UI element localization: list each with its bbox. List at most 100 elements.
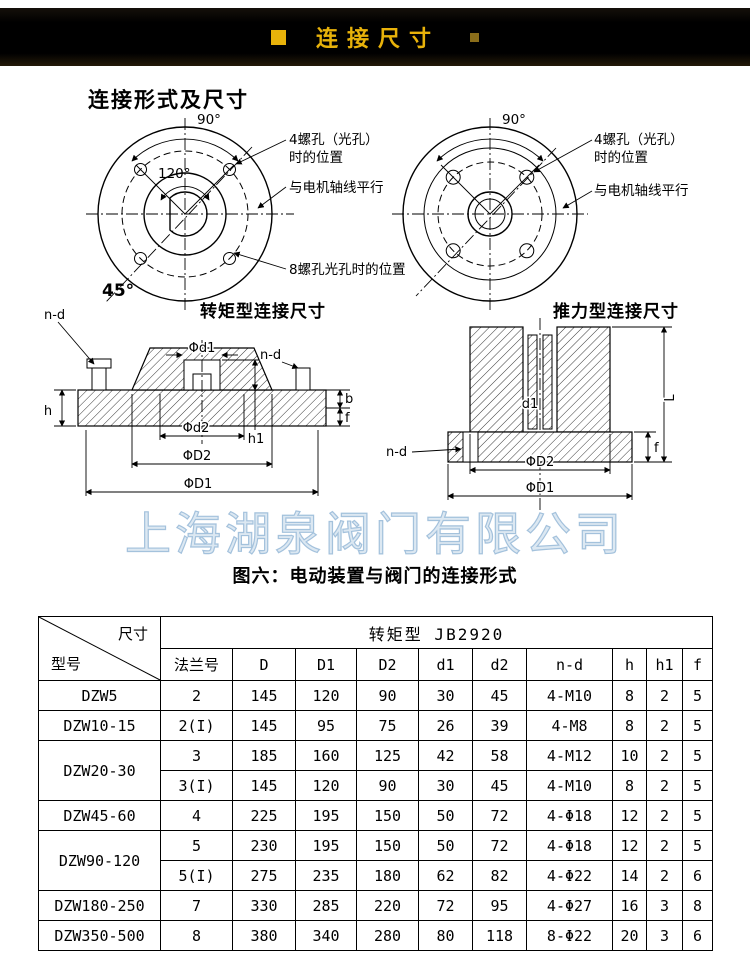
cell-f: 6 [681, 920, 714, 951]
cell-D: 275 [232, 860, 296, 891]
cell-h: 16 [612, 890, 647, 921]
cell-D1: 120 [295, 680, 357, 711]
cell-D2: 125 [356, 740, 419, 771]
cell-D2: 75 [356, 710, 419, 741]
model-cell: DZW180-250 [38, 890, 161, 921]
dimensions-table-wrap: 尺寸 型号 转矩型 JB2920 法兰号 D D1 D2 d1 d2 n-d h… [38, 616, 714, 951]
dimensions-table: 尺寸 型号 转矩型 JB2920 法兰号 D D1 D2 d1 d2 n-d h… [38, 616, 714, 951]
cell-h: 10 [612, 740, 647, 771]
thrust-type-section-view [411, 318, 672, 510]
torque-nd-right-label: n-d [260, 348, 281, 363]
cell-D1: 195 [295, 800, 357, 831]
cell-h1: 2 [646, 740, 683, 771]
torque-nd-left-label: n-d [44, 308, 65, 323]
flange-cell: 5(I) [160, 860, 233, 891]
diagonal-divider [39, 617, 160, 680]
left-angle-90-label: 90° [197, 112, 221, 128]
cell-D1: 235 [295, 860, 357, 891]
col-header-flange: 法兰号 [160, 648, 233, 681]
table-row: DZW350-500 8 380 340 280 80 118 8-Φ22 20… [38, 920, 714, 951]
cell-h1: 3 [646, 920, 683, 951]
cell-d2: 72 [472, 800, 527, 831]
cell-D: 185 [232, 740, 296, 771]
flange-cell: 7 [160, 890, 233, 921]
flange-cell: 5 [160, 830, 233, 861]
cell-f: 5 [681, 740, 714, 771]
cell-d1: 42 [418, 740, 473, 771]
cell-D: 145 [232, 680, 296, 711]
cell-D: 230 [232, 830, 296, 861]
table-row: DZW5 2 145 120 90 30 45 4-M10 8 2 5 [38, 680, 714, 711]
col-header-nd: n-d [526, 648, 613, 681]
thrust-phi-D2-label: ΦD2 [526, 455, 555, 470]
cell-d2: 45 [472, 680, 527, 711]
table-row: DZW180-250 7 330 285 220 72 95 4-Φ27 16 … [38, 890, 714, 921]
torque-h-label: h [44, 404, 52, 419]
torque-f-label: f [345, 411, 350, 426]
cell-D1: 160 [295, 740, 357, 771]
left-annotation-4holes-1: 4螺孔（光孔） [289, 132, 379, 148]
flange-cell: 2(I) [160, 710, 233, 741]
col-header-h: h [612, 648, 647, 681]
right-annotation-parallel: 与电机轴线平行 [594, 183, 689, 199]
cell-D2: 90 [356, 770, 419, 801]
cell-nd: 4-M10 [526, 770, 613, 801]
banner-square-icon [270, 29, 286, 45]
cell-h: 8 [612, 710, 647, 741]
flange-cell: 2 [160, 680, 233, 711]
right-annotation-4holes-2: 时的位置 [594, 150, 648, 166]
cell-d1: 50 [418, 800, 473, 831]
left-annotation-4holes-2: 时的位置 [289, 150, 343, 166]
flange-cell: 3 [160, 740, 233, 771]
cell-D: 330 [232, 890, 296, 921]
cell-D2: 150 [356, 830, 419, 861]
cell-f: 8 [681, 890, 714, 921]
cell-nd: 4-M8 [526, 710, 613, 741]
cell-nd: 4-Φ27 [526, 890, 613, 921]
torque-h1-label: h1 [248, 432, 265, 447]
group-header: 转矩型 JB2920 [159, 616, 714, 649]
cell-nd: 8-Φ22 [526, 920, 613, 951]
cell-h1: 2 [646, 800, 683, 831]
cell-h: 20 [612, 920, 647, 951]
model-cell: DZW10-15 [38, 710, 161, 741]
col-header-D: D [232, 648, 296, 681]
flange-cell: 3(I) [160, 770, 233, 801]
cell-d1: 62 [418, 860, 473, 891]
model-cell: DZW20-30 [38, 740, 161, 801]
torque-phi-D2-label: ΦD2 [183, 449, 212, 464]
torque-type-section-view [54, 321, 350, 496]
cell-d2: 58 [472, 740, 527, 771]
right-flange-front-view [392, 118, 593, 312]
table-row: DZW20-30 3 185 160 125 42 58 4-M12 10 2 … [38, 740, 714, 801]
cell-D1: 285 [295, 890, 357, 921]
left-flange-front-view [86, 118, 294, 312]
cell-D2: 150 [356, 800, 419, 831]
cell-d1: 72 [418, 890, 473, 921]
table-row: DZW90-120 5 230 195 150 50 72 4-Φ18 12 2… [38, 830, 714, 891]
col-header-D2: D2 [356, 648, 419, 681]
cell-d1: 30 [418, 770, 473, 801]
thrust-nd-label: n-d [386, 445, 407, 460]
banner-square-small-icon [470, 32, 479, 42]
cell-d2: 118 [472, 920, 527, 951]
torque-phi-d1-label: Φd1 [189, 341, 216, 356]
left-angle-120-label: 120° [158, 166, 191, 182]
cell-h1: 2 [646, 860, 683, 891]
cell-D: 145 [232, 710, 296, 741]
corner-label-size: 尺寸 [117, 625, 148, 643]
col-header-D1: D1 [295, 648, 357, 681]
left-angle-45-label: 45° [102, 281, 134, 301]
cell-h1: 2 [646, 710, 683, 741]
thrust-f-label: f [654, 441, 659, 456]
flange-cell: 4 [160, 800, 233, 831]
thrust-phi-D1-label: ΦD1 [526, 481, 555, 496]
cell-d1: 80 [418, 920, 473, 951]
cell-D2: 280 [356, 920, 419, 951]
flange-cell: 8 [160, 920, 233, 951]
cell-f: 5 [681, 710, 714, 741]
torque-section-label: 转矩型连接尺寸 [200, 301, 326, 322]
cell-D2: 180 [356, 860, 419, 891]
table-row: DZW45-60 4 225 195 150 50 72 4-Φ18 12 2 … [38, 800, 714, 831]
corner-label-model: 型号 [51, 655, 82, 673]
